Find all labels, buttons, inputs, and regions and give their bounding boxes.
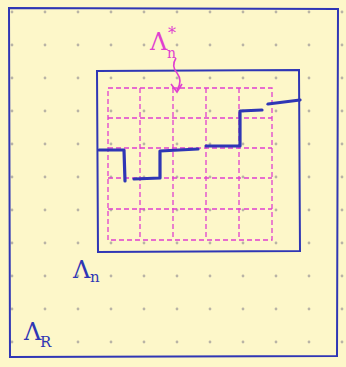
pointer-arrow (174, 58, 180, 90)
subscript: R (40, 335, 51, 350)
dual-grid (108, 88, 272, 240)
open-edges (99, 100, 300, 181)
subscript: n (90, 270, 100, 285)
lambda-symbol: Λ (73, 258, 90, 282)
outer-box (9, 8, 338, 357)
subscript: n (167, 46, 176, 60)
star-superscript: * (168, 26, 176, 42)
lambda-symbol: Λ (24, 320, 41, 344)
inner-box (97, 70, 300, 252)
lambda-symbol: Λ (150, 30, 167, 54)
arrow-head (171, 84, 182, 92)
